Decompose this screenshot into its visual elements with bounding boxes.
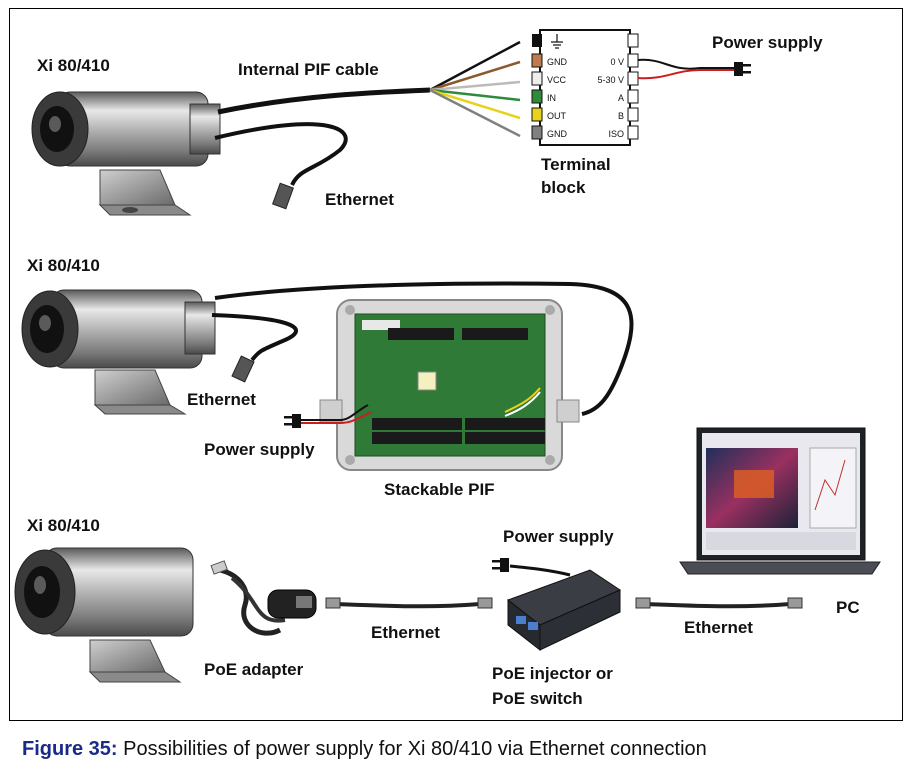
power-plug-icon xyxy=(284,414,301,428)
camera-1-label: Xi 80/410 xyxy=(37,56,110,75)
terminal-left-1: GND xyxy=(547,57,568,67)
terminal-left-2: VCC xyxy=(547,75,567,85)
terminal-left-3: IN xyxy=(547,93,556,103)
terminal-block-label-line2: block xyxy=(541,178,586,197)
ethernet-label-1: Ethernet xyxy=(325,190,394,209)
power-supply-label-3: Power supply xyxy=(503,527,614,546)
poe-injector-label-line1: PoE injector or xyxy=(492,664,613,683)
laptop-icon xyxy=(679,427,881,575)
camera-2-label: Xi 80/410 xyxy=(27,256,100,275)
camera-2 xyxy=(21,289,216,415)
ethernet-cable-4 xyxy=(635,597,803,609)
power-cable-1 xyxy=(637,58,751,80)
stackable-pif-label: Stackable PIF xyxy=(384,480,495,499)
poe-adapter-label: PoE adapter xyxy=(204,660,304,679)
terminal-right-1: 0 V xyxy=(610,57,624,67)
power-plug-icon xyxy=(734,62,751,76)
poe-adapter xyxy=(210,560,317,636)
stackable-pif-box xyxy=(319,299,580,471)
poe-injector xyxy=(506,564,622,652)
camera-3 xyxy=(14,547,194,683)
internal-pif-cable xyxy=(217,40,521,138)
terminal-block: GND VCC IN OUT GND 0 V 5-30 V A B ISO xyxy=(531,29,639,146)
power-plug-icon xyxy=(492,558,509,572)
power-cable-2 xyxy=(284,404,373,428)
terminal-right-3: A xyxy=(618,93,624,103)
camera-3-label: Xi 80/410 xyxy=(27,516,100,535)
power-supply-label-1: Power supply xyxy=(712,33,823,52)
ethernet-cable-3 xyxy=(325,597,493,609)
poe-injector-label-line2: PoE switch xyxy=(492,689,583,708)
camera-1 xyxy=(31,91,221,216)
ethernet-cable-1 xyxy=(214,122,348,210)
ethernet-cable-2 xyxy=(211,313,298,383)
terminal-right-4: B xyxy=(618,111,624,121)
terminal-left-4: OUT xyxy=(547,111,567,121)
ethernet-label-2: Ethernet xyxy=(187,390,256,409)
pc-label: PC xyxy=(836,598,860,617)
power-supply-label-2: Power supply xyxy=(204,440,315,459)
ethernet-label-3: Ethernet xyxy=(371,623,440,642)
figure-caption: Figure 35: Possibilities of power supply… xyxy=(22,738,707,761)
terminal-right-2: 5-30 V xyxy=(597,75,624,85)
figure-number: Figure 35: xyxy=(22,738,118,760)
pif-cable-loop xyxy=(214,281,634,416)
ground-icon xyxy=(551,34,563,49)
figure-caption-text: Possibilities of power supply for Xi 80/… xyxy=(117,738,707,760)
terminal-block-label-line1: Terminal xyxy=(541,155,611,174)
terminal-left-5: GND xyxy=(547,129,568,139)
terminal-right-5: ISO xyxy=(608,129,624,139)
internal-pif-cable-label: Internal PIF cable xyxy=(238,60,379,79)
diagram-frame xyxy=(9,8,903,721)
ethernet-label-4: Ethernet xyxy=(684,618,753,637)
